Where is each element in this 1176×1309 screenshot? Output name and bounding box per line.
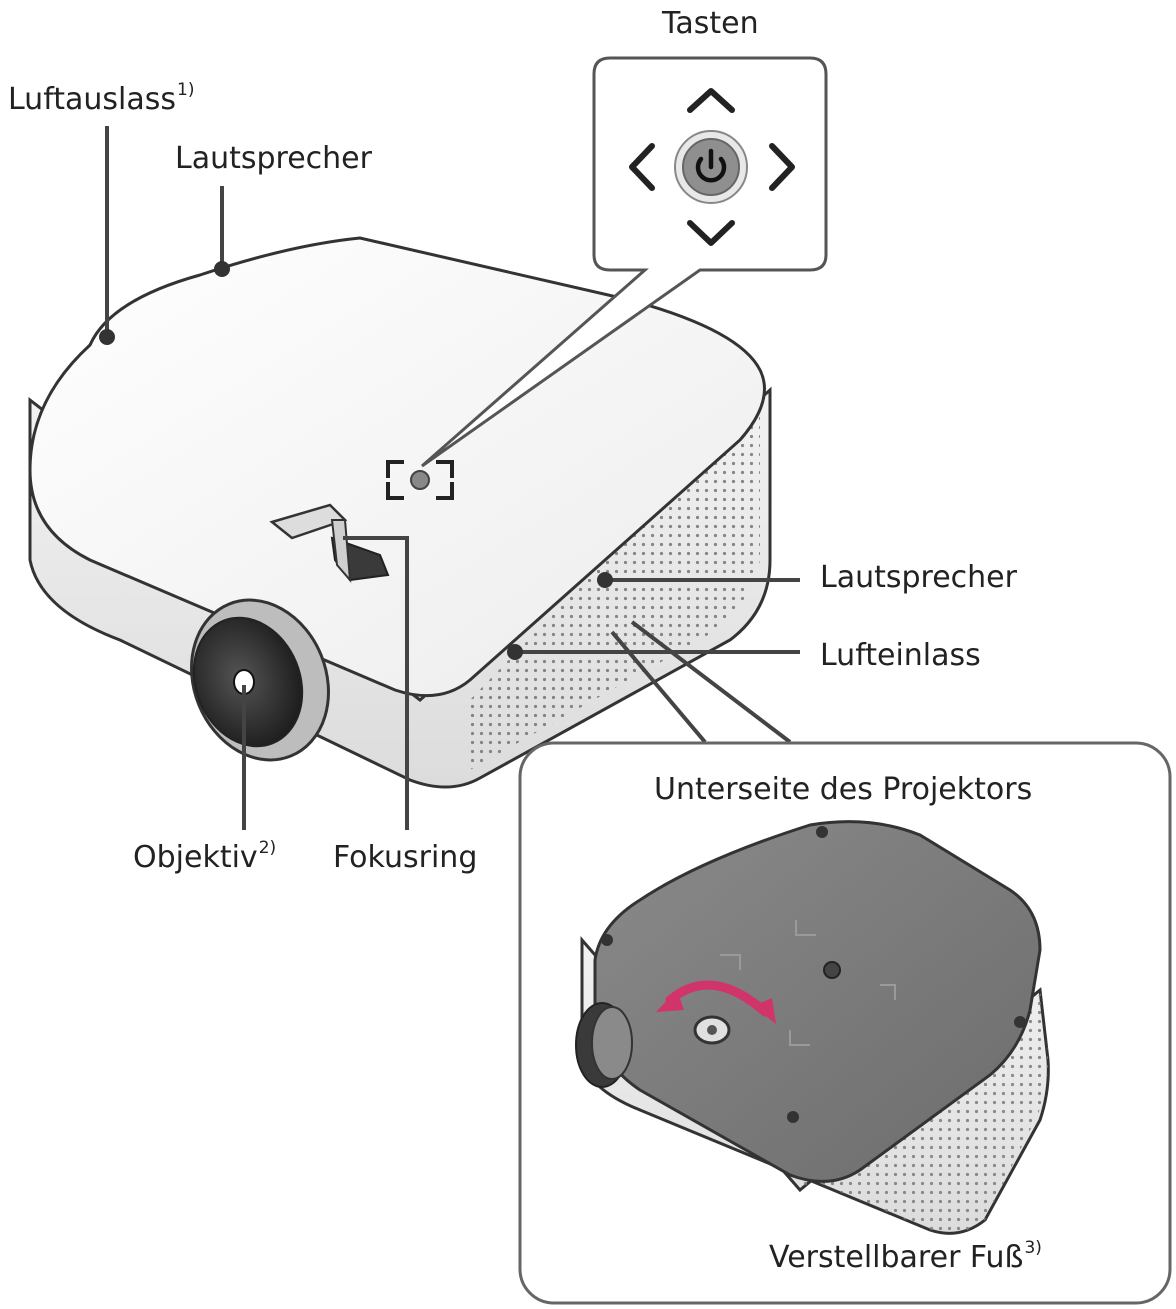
leader-dot [99,329,115,345]
label-lautsprecher-side: Lautsprecher [820,560,1017,596]
label-fokusring: Fokusring [333,840,477,876]
label-lufteinlass: Lufteinlass [820,638,981,674]
label-tasten: Tasten [662,6,759,42]
projector-main [30,238,770,787]
label-verstellbarer-fuss: Verstellbarer Fuß3) [769,1240,1042,1276]
label-objektiv: Objektiv2) [133,840,276,876]
leader-dot [507,644,523,660]
label-unterseite-title: Unterseite des Projektors [654,772,1032,808]
label-lautsprecher-top: Lautsprecher [175,141,372,177]
power-icon[interactable] [675,131,747,203]
label-luftauslass: Luftauslass1) [8,82,194,118]
leader-dot [597,572,613,588]
footnote-marker: 1) [177,80,194,100]
footnote-marker: 2) [259,838,276,858]
mini-power-icon [411,471,429,489]
footnote-marker: 3) [1024,1238,1041,1258]
leader-dot [214,261,230,277]
